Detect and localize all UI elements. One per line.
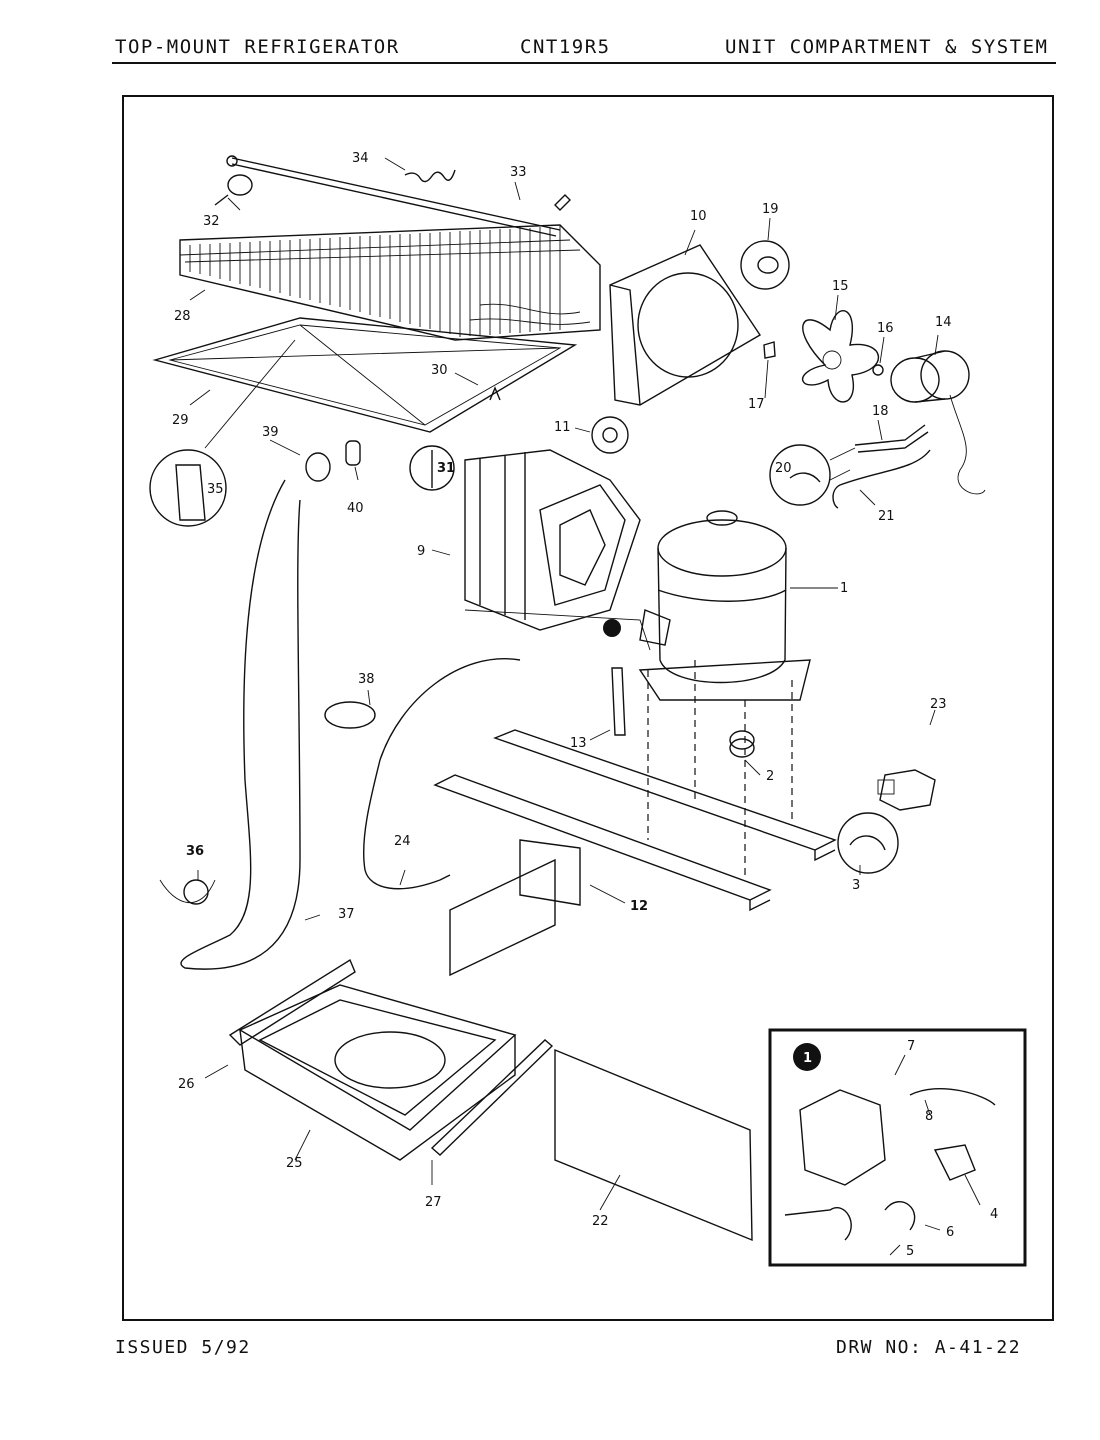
callout-29: 29 — [172, 413, 189, 428]
base-rails — [433, 729, 837, 977]
drain-grommet — [305, 452, 331, 482]
callout-31: 31 — [437, 461, 455, 476]
callout-25: 25 — [286, 1156, 303, 1171]
callout-28: 28 — [174, 309, 191, 324]
drain-hose — [180, 479, 301, 970]
condenser-shroud — [609, 244, 761, 406]
ground-wire — [832, 449, 931, 509]
mounting-clip-detail — [837, 812, 899, 874]
pan-rail — [430, 1039, 554, 1156]
pan-bracket — [228, 958, 356, 1046]
callout-27: 27 — [425, 1195, 442, 1210]
callout-11: 11 — [554, 420, 571, 435]
callout-2: 2 — [766, 769, 774, 784]
callout-16: 16 — [877, 321, 894, 336]
callout-32: 32 — [203, 214, 220, 229]
inset-marker-label: 1 — [803, 1051, 812, 1066]
callout-14: 14 — [935, 315, 952, 330]
diagram-title: TOP-MOUNT REFRIGERATOR — [115, 36, 400, 58]
callout-9: 9 — [417, 544, 425, 559]
callout-39: 39 — [262, 425, 279, 440]
power-cord — [362, 658, 521, 890]
drain-pan — [238, 984, 517, 1161]
callout-18: 18 — [872, 404, 889, 419]
start-relay-inset — [768, 1028, 1027, 1267]
callout-38: 38 — [358, 672, 375, 687]
callout-19: 19 — [762, 202, 779, 217]
callout-20: 20 — [775, 461, 792, 476]
tube-clip — [214, 174, 253, 206]
section-title: UNIT COMPARTMENT & SYSTEM — [725, 36, 1049, 58]
callout-40: 40 — [347, 501, 364, 516]
callout-22: 22 — [592, 1214, 609, 1229]
callout-24: 24 — [394, 834, 411, 849]
callout-33: 33 — [510, 165, 527, 180]
callout-17: 17 — [748, 397, 765, 412]
hose-clamp — [324, 701, 376, 729]
callout-1: 1 — [840, 581, 848, 596]
inset-marker — [603, 619, 621, 637]
hose-grommet — [159, 879, 216, 905]
diagram-frame — [122, 95, 1054, 1321]
model-number: CNT19R5 — [520, 36, 611, 58]
grommet-detail — [740, 240, 790, 290]
discharge-tube — [226, 155, 571, 237]
drain-plug — [345, 440, 361, 466]
defrost-timer — [877, 769, 936, 811]
shroud-grommet — [591, 416, 629, 454]
callout-10: 10 — [690, 209, 707, 224]
clip-part — [763, 341, 776, 359]
callout-34: 34 — [352, 151, 369, 166]
callout-12: 12 — [630, 899, 648, 914]
leader-lines — [189, 157, 981, 1256]
compressor-grommet — [729, 730, 755, 758]
callout-26: 26 — [178, 1077, 195, 1092]
callout-15: 15 — [832, 279, 849, 294]
air-duct — [464, 449, 651, 651]
fan-motor — [890, 350, 986, 495]
callout-3: 3 — [852, 878, 860, 893]
callout-5: 5 — [906, 1244, 914, 1259]
drip-tray — [152, 317, 578, 433]
mount-guide-lines — [647, 660, 793, 880]
callout-36: 36 — [186, 844, 204, 859]
motor-bracket — [854, 424, 929, 453]
filter-drier — [611, 667, 626, 736]
screw-detail — [409, 445, 455, 491]
nut-part — [872, 364, 884, 376]
fan-blade — [802, 310, 880, 403]
wire-harness-detail — [769, 444, 856, 506]
access-cover — [554, 1048, 753, 1242]
drawing-number: DRW NO: A-41-22 — [836, 1337, 1022, 1358]
callout-7: 7 — [907, 1039, 915, 1054]
callout-35: 35 — [207, 482, 224, 497]
callout-21: 21 — [878, 509, 895, 524]
callout-8: 8 — [925, 1109, 933, 1124]
callout-13: 13 — [570, 736, 587, 751]
issue-date: ISSUED 5/92 — [115, 1337, 251, 1358]
compressor — [638, 510, 811, 701]
condenser-coil — [179, 224, 601, 341]
callout-23: 23 — [930, 697, 947, 712]
wire-part — [404, 169, 456, 183]
header-rule — [112, 62, 1056, 64]
callout-4: 4 — [990, 1207, 998, 1222]
callout-30: 30 — [431, 363, 448, 378]
callout-6: 6 — [946, 1225, 954, 1240]
callout-37: 37 — [338, 907, 355, 922]
defrost-heater-detail — [149, 339, 296, 527]
